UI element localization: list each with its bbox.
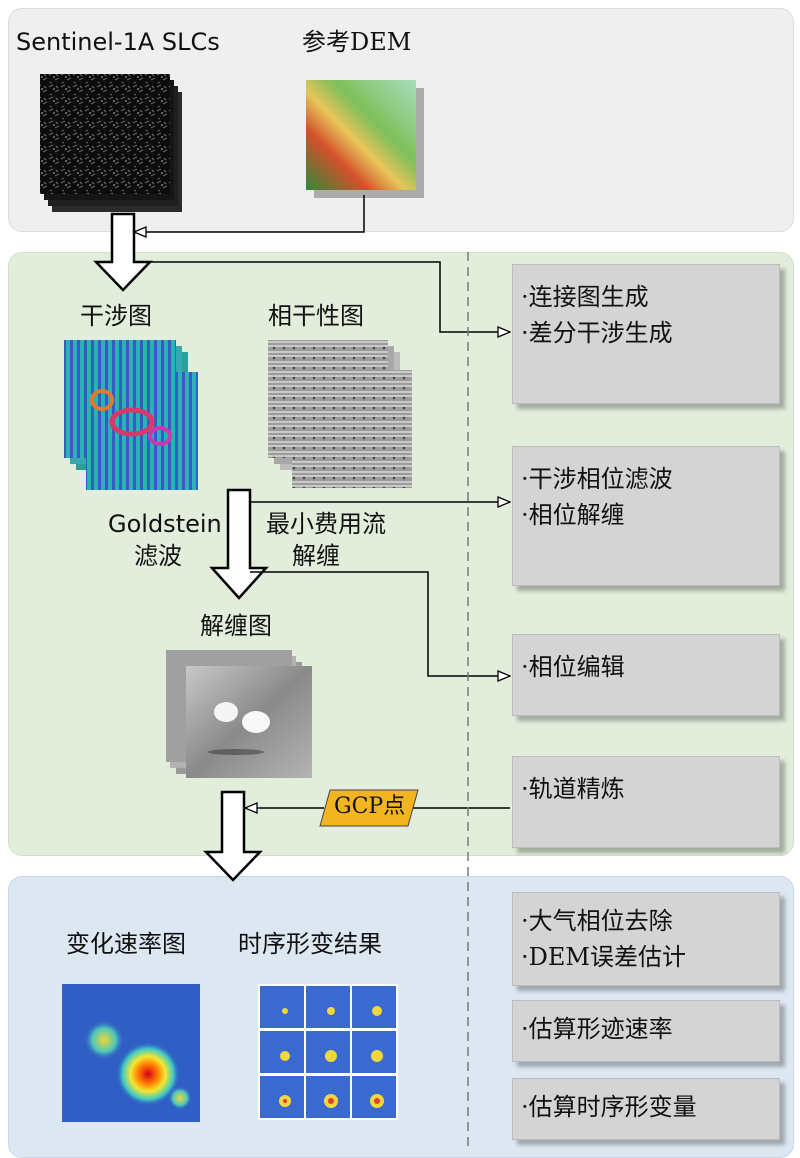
velocity-map-image bbox=[62, 984, 200, 1122]
goldstein-label: Goldstein bbox=[108, 510, 222, 538]
step-filter-and-unwrap: ·干涉相位滤波 ·相位解缠 bbox=[512, 446, 780, 586]
coherence-label: 相干性图 bbox=[268, 302, 364, 330]
step-line: ·大气相位去除 bbox=[521, 907, 673, 935]
unwrapped-stack-image bbox=[166, 650, 312, 778]
step-line: ·相位编辑 bbox=[521, 653, 625, 681]
time-series-label: 时序形变结果 bbox=[238, 930, 382, 958]
coherence-stack-image bbox=[268, 340, 412, 488]
step-line: ·差分干涉生成 bbox=[521, 319, 673, 347]
interferogram-stack-image bbox=[64, 340, 198, 490]
step-line: ·估算形迹速率 bbox=[521, 1015, 673, 1043]
sar-slc-stack-image bbox=[40, 74, 182, 212]
dem-image bbox=[306, 80, 424, 198]
step-phase-editing: ·相位编辑 bbox=[512, 634, 780, 716]
gcp-label: GCP点 bbox=[334, 794, 406, 819]
step-line: ·估算时序形变量 bbox=[521, 1093, 697, 1121]
velocity-map-label: 变化速率图 bbox=[66, 930, 186, 958]
mcf-label: 最小费用流 bbox=[266, 510, 386, 538]
mcf-unwrap-label: 解缠 bbox=[292, 542, 340, 570]
gcp-tag bbox=[319, 789, 419, 827]
step-estimate-rate: ·估算形迹速率 bbox=[512, 1000, 780, 1062]
step-line: ·DEM误差估计 bbox=[521, 943, 686, 971]
slc-input-label: Sentinel-1A SLCs bbox=[16, 28, 220, 56]
goldstein-filter-label: 滤波 bbox=[134, 542, 182, 570]
interferogram-label: 干涉图 bbox=[80, 302, 152, 330]
dem-input-label: 参考DEM bbox=[302, 28, 412, 56]
step-line: ·相位解缠 bbox=[521, 501, 625, 529]
step-estimate-deformation: ·估算时序形变量 bbox=[512, 1078, 780, 1140]
step-orbit-refinement: ·轨道精炼 bbox=[512, 756, 780, 848]
step-line: ·干涉相位滤波 bbox=[521, 465, 673, 493]
step-network-and-interferogram: ·连接图生成 ·差分干涉生成 bbox=[512, 264, 780, 404]
step-atmosphere-and-dem-error: ·大气相位去除 ·DEM误差估计 bbox=[512, 892, 780, 986]
time-series-grid-image bbox=[258, 984, 398, 1120]
step-line: ·轨道精炼 bbox=[521, 775, 625, 803]
step-line: ·连接图生成 bbox=[521, 283, 649, 311]
unwrapped-label: 解缠图 bbox=[200, 612, 272, 640]
